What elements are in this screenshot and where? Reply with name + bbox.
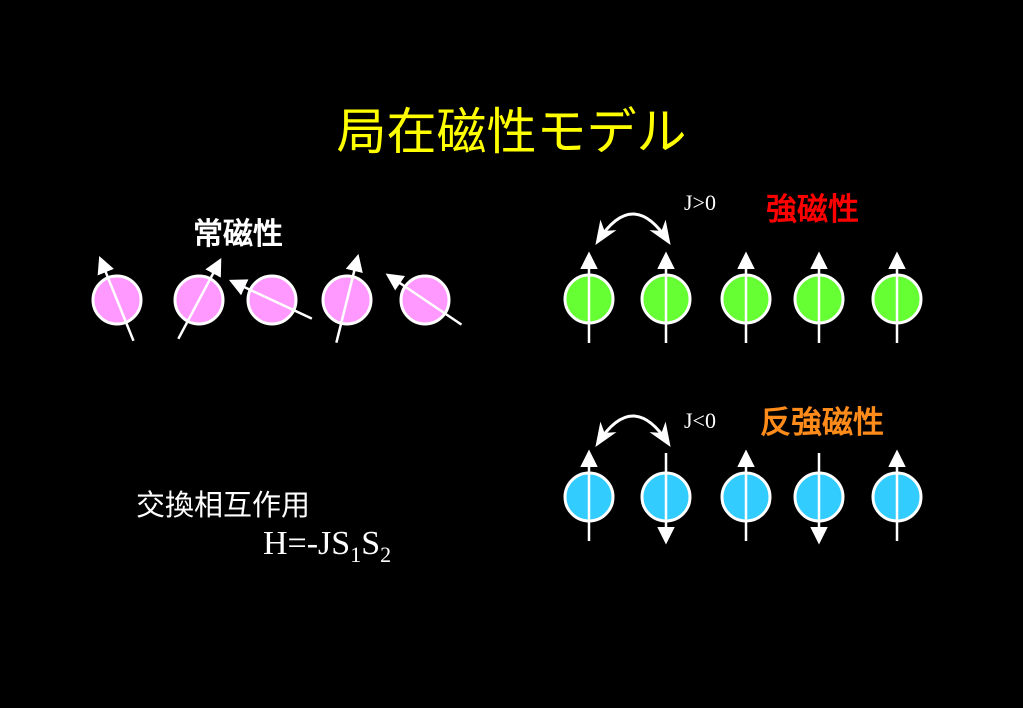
ferro-coupling-label: J>0 bbox=[684, 190, 716, 215]
para-spin-3 bbox=[321, 253, 373, 343]
para-spin-0 bbox=[91, 255, 143, 342]
anti-spin-2 bbox=[720, 449, 772, 541]
ferro-spin-4 bbox=[871, 251, 923, 343]
para-spin-1 bbox=[173, 258, 225, 340]
ferromagnetic-spin-chain bbox=[563, 251, 923, 343]
spin-arrow bbox=[177, 258, 222, 340]
spin-arrow bbox=[228, 279, 313, 320]
antiferromagnetism-label: 反強磁性 bbox=[760, 405, 884, 441]
anti-spin-3 bbox=[793, 453, 845, 545]
ferro-spin-1 bbox=[640, 251, 692, 343]
antiferromagnetic-spin-chain bbox=[563, 449, 923, 545]
ferro-spin-3 bbox=[793, 251, 845, 343]
anti-spin-4 bbox=[871, 449, 923, 541]
ferromagnetism-label: 強磁性 bbox=[766, 192, 859, 228]
spin-arrow bbox=[97, 255, 135, 342]
paramagnetism-label: 常磁性 bbox=[193, 217, 283, 252]
formula-sub2: 2 bbox=[380, 542, 392, 567]
ferro-spin-0 bbox=[563, 251, 615, 343]
hamiltonian-formula: H=-JS1S2 bbox=[263, 525, 391, 568]
spin-arrow bbox=[385, 273, 463, 326]
anti-coupling-label: J<0 bbox=[684, 408, 716, 433]
para-spin-4 bbox=[385, 273, 463, 326]
spin-arrow bbox=[335, 253, 363, 343]
formula-mid: S bbox=[361, 525, 381, 562]
formula-base: H=-JS bbox=[263, 525, 351, 562]
paramagnetic-spin-chain bbox=[91, 253, 463, 343]
page-title: 局在磁性モデル bbox=[336, 103, 687, 161]
formula-sub1: 1 bbox=[350, 542, 362, 567]
anti-coupling-arc bbox=[595, 414, 671, 448]
exchange-interaction-label: 交換相互作用 bbox=[136, 488, 311, 522]
ferro-coupling-arc bbox=[595, 212, 671, 246]
ferro-spin-2 bbox=[720, 251, 772, 343]
anti-spin-1 bbox=[640, 453, 692, 545]
para-spin-2 bbox=[228, 274, 313, 326]
anti-spin-0 bbox=[563, 449, 615, 541]
